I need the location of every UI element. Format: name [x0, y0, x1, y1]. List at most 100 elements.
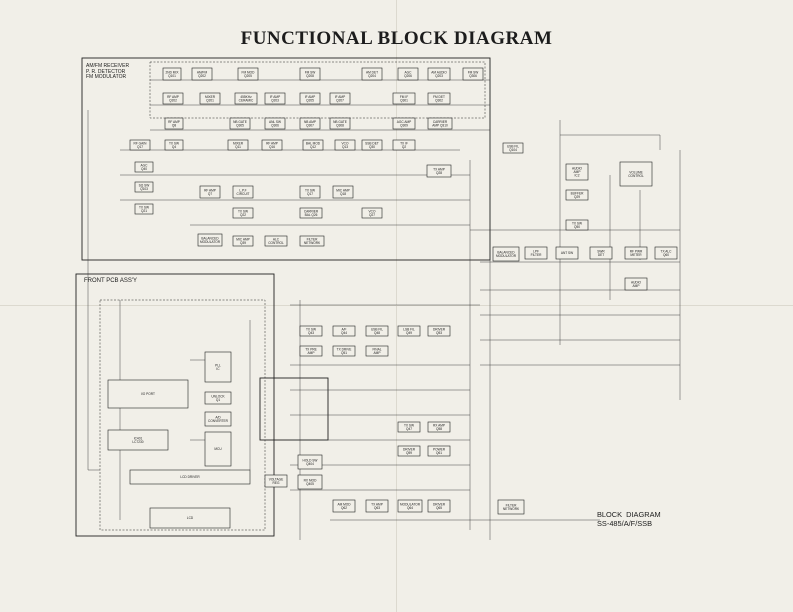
- block-outline: [397, 421, 421, 433]
- paper-fold: [396, 0, 397, 612]
- block-outline: [232, 235, 254, 247]
- block-label: I/O PORT: [141, 392, 155, 396]
- block-outline: [299, 235, 325, 247]
- block-outline: [299, 185, 321, 199]
- block-outline: [164, 117, 184, 130]
- signal-wire: [87, 110, 100, 471]
- block-outline: [365, 325, 389, 337]
- block-outline: [427, 421, 451, 433]
- block-outline: [199, 185, 221, 199]
- block-outline: [297, 454, 323, 470]
- block-outline: [329, 92, 351, 105]
- circuit-block: LCD: [149, 507, 231, 529]
- block-outline: [134, 181, 154, 193]
- block-outline: [232, 207, 254, 219]
- block-outline: [332, 499, 356, 513]
- block-outline: [332, 325, 356, 337]
- block-outline: [329, 117, 351, 130]
- block-outline: [232, 185, 254, 199]
- block-outline: [134, 161, 154, 173]
- block-outline: [332, 345, 356, 357]
- block-outline: [397, 445, 421, 457]
- receiver-module-frame: [81, 57, 491, 261]
- block-outline: [299, 92, 321, 105]
- block-outline: [397, 325, 421, 337]
- block-outline: [264, 474, 288, 488]
- block-outline: [427, 92, 451, 105]
- block-outline: [299, 117, 321, 130]
- meter-frame: [259, 377, 329, 441]
- block-label: MCU: [214, 447, 222, 451]
- diagram-title: FUNCTIONAL BLOCK DIAGRAM: [240, 28, 553, 49]
- block-outline: [392, 92, 416, 105]
- block-outline: [162, 92, 184, 105]
